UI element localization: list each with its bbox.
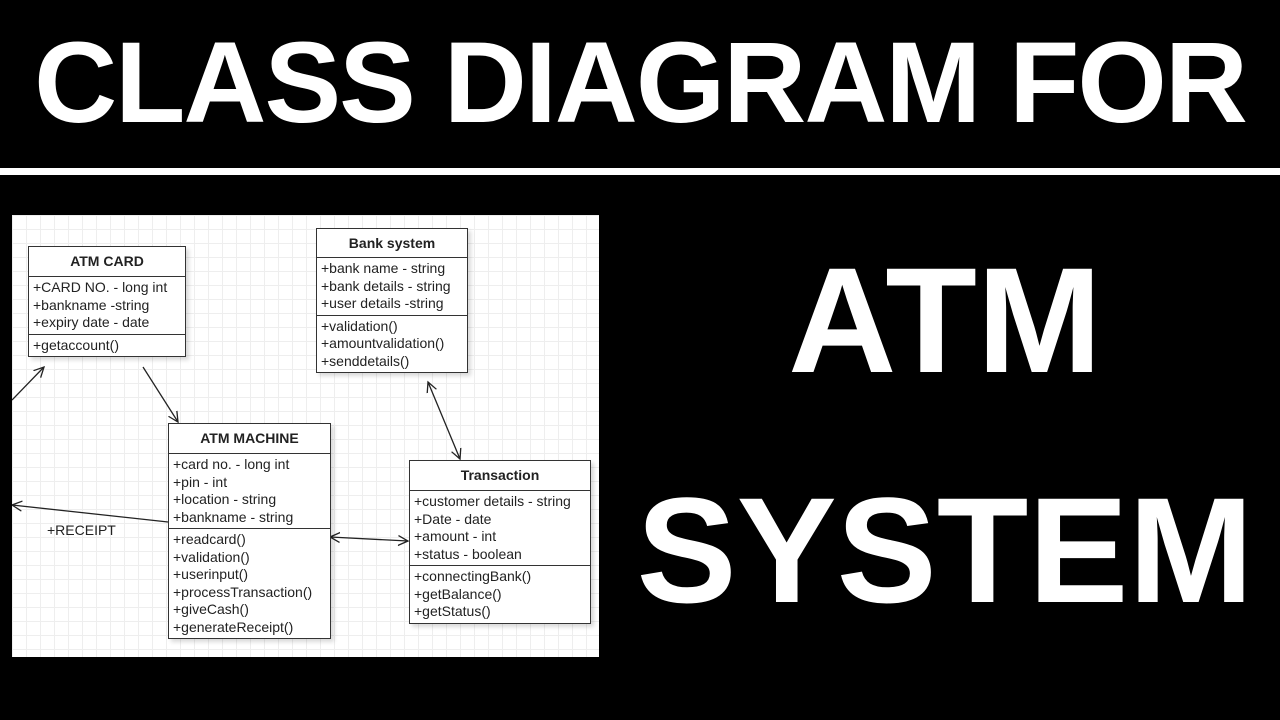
class-box: Bank system+bank name - string+bank deta… xyxy=(316,228,468,373)
edge-to-atm-card xyxy=(12,367,44,401)
attribute: +expiry date - date xyxy=(33,314,150,330)
connectors xyxy=(12,215,599,657)
attribute: +CARD NO. - long int xyxy=(33,279,168,295)
attribute: +bankname -string xyxy=(33,296,150,313)
class-attributes: +bank name - string+bank details - strin… xyxy=(317,258,467,315)
heading-system: SYSTEM xyxy=(636,466,1254,634)
class-box: ATM CARD+CARD NO. - long int+bankname -s… xyxy=(28,246,186,357)
edge-label-receipt: +RECEIPT xyxy=(47,522,116,538)
class-attributes: +customer details - string+Date - date+a… xyxy=(410,491,590,565)
page-title: CLASS DIAGRAM FOR xyxy=(34,19,1248,147)
method: +giveCash() xyxy=(173,601,249,617)
method: +getBalance() xyxy=(414,585,502,602)
method: +senddetails() xyxy=(321,352,410,369)
class-name: ATM MACHINE xyxy=(169,424,330,454)
method: +processTransaction() xyxy=(173,583,313,600)
edge-card-to-machine xyxy=(142,366,178,422)
attribute: +bankname - string xyxy=(173,508,294,525)
class-methods: +readcard()+validation()+userinput()+pro… xyxy=(169,528,330,638)
class-box: ATM MACHINE+card no. - long int+pin - in… xyxy=(168,423,331,639)
attribute: +status - boolean xyxy=(414,545,522,562)
method: +getStatus() xyxy=(414,603,491,619)
attribute: +bank name - string xyxy=(321,260,446,276)
edge-receipt xyxy=(12,505,169,523)
attribute: +amount - int xyxy=(414,528,497,544)
class-name: Bank system xyxy=(317,229,467,258)
attribute: +pin - int xyxy=(173,473,228,490)
heading-atm: ATM xyxy=(788,236,1102,404)
edge-machine-transaction xyxy=(330,537,408,541)
class-box: Transaction+customer details - string+Da… xyxy=(409,460,591,624)
class-attributes: +CARD NO. - long int+bankname -string+ex… xyxy=(29,277,185,334)
class-methods: +validation()+amountvalidation()+senddet… xyxy=(317,314,467,373)
attribute: +bank details - string xyxy=(321,277,451,294)
class-diagram: +RECEIPT ATM CARD+CARD NO. - long int+ba… xyxy=(12,215,599,657)
edge-bank-transaction xyxy=(428,382,460,459)
attribute: +card no. - long int xyxy=(173,456,290,472)
class-name: Transaction xyxy=(410,461,590,491)
method: +connectingBank() xyxy=(414,568,532,584)
class-name: ATM CARD xyxy=(29,247,185,277)
method: +validation() xyxy=(173,548,250,565)
class-attributes: +card no. - long int+pin - int+location … xyxy=(169,454,330,528)
divider xyxy=(0,168,1280,175)
method: +readcard() xyxy=(173,531,246,547)
attribute: +user details -string xyxy=(321,295,444,311)
method: +getaccount() xyxy=(33,336,119,353)
attribute: +Date - date xyxy=(414,510,492,527)
attribute: +location - string xyxy=(173,491,277,507)
method: +userinput() xyxy=(173,566,249,582)
attribute: +customer details - string xyxy=(414,493,571,509)
class-methods: +getaccount() xyxy=(29,333,185,357)
method: +amountvalidation() xyxy=(321,335,445,351)
class-methods: +connectingBank()+getBalance()+getStatus… xyxy=(410,565,590,623)
method: +validation() xyxy=(321,317,398,334)
method: +generateReceipt() xyxy=(173,618,294,635)
